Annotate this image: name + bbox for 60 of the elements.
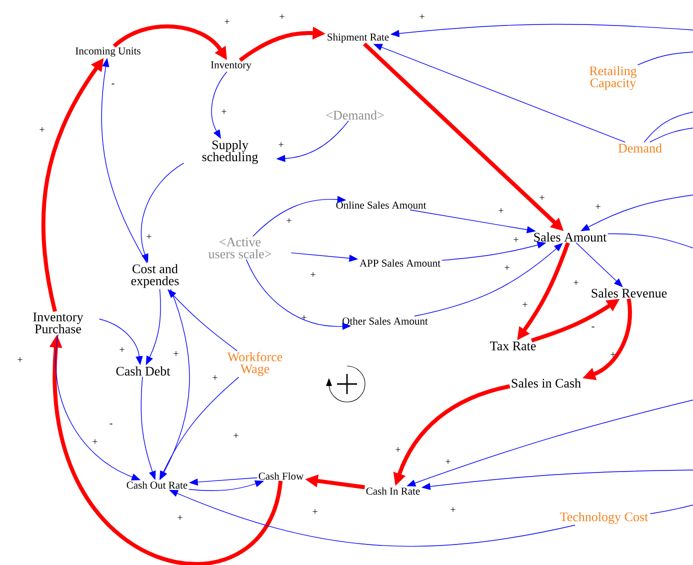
polarity-sign: + — [286, 218, 292, 223]
polarity-sign: + — [302, 315, 306, 320]
polarity-sign: + — [420, 14, 424, 19]
variable-label: Inventory — [210, 61, 252, 71]
link-line — [650, 504, 693, 514]
variable-label: Technology Cost — [560, 512, 648, 524]
polarity-sign: + — [278, 142, 284, 147]
variable-label: Retailing Capacity — [590, 66, 637, 90]
variable-label: Workforce Wage — [227, 352, 282, 376]
polarity-sign: + — [178, 515, 182, 520]
polarity-sign: + — [498, 208, 504, 213]
polarity-sign: + — [310, 272, 316, 277]
variable-label: Inventory Purchase — [33, 312, 84, 334]
link-arrow — [168, 289, 238, 352]
polarity-sign: + — [540, 195, 544, 200]
polarity-sign: + — [514, 237, 518, 242]
polarity-sign: + — [504, 265, 510, 270]
link-line — [637, 52, 693, 66]
variable-label: Supply scheduling — [202, 140, 258, 164]
polarity-sign: + — [222, 109, 226, 114]
variable-label: Other Sales Amount — [342, 317, 428, 325]
polarity-sign: + — [522, 302, 528, 307]
variable-label: Shipment Rate — [328, 33, 389, 43]
variable-label: Incoming Units — [76, 47, 140, 57]
polarity-sign: + — [120, 347, 124, 352]
link-line — [608, 233, 693, 248]
polarity-sign: + — [574, 280, 578, 285]
variable-label: Cash Out Rate — [126, 481, 188, 489]
variable-label: APP Sales Amount — [360, 259, 440, 267]
variable-label: Demand — [618, 143, 662, 153]
variable-label: Tax Rate — [490, 342, 536, 350]
polarity-sign: - — [592, 326, 594, 328]
link-line — [649, 128, 693, 143]
variable-label: Cash In Rate — [366, 487, 420, 495]
link-arrow — [580, 194, 693, 232]
variable-label: <Demand> — [326, 110, 384, 120]
polarity-sign: + — [18, 357, 22, 362]
polarity-sign: + — [146, 234, 152, 239]
polarity-sign: + — [280, 14, 284, 19]
polarity-sign: + — [610, 352, 616, 357]
polarity-sign: + — [450, 507, 456, 512]
variable-label: Sales Revenue — [592, 288, 667, 298]
variable-label: Cash Debt — [116, 366, 170, 376]
variable-label: Cost and expendes — [131, 264, 179, 288]
variable-label: Sales in Cash — [512, 378, 581, 388]
polarity-sign: + — [234, 433, 238, 438]
polarity-sign: + — [312, 509, 318, 514]
variable-label: Sales Amount — [534, 232, 607, 242]
polarity-sign: + — [596, 204, 600, 209]
polarity-sign: + — [446, 459, 450, 464]
variable-label: <Active users scale> — [208, 238, 272, 258]
link-line — [644, 112, 693, 143]
variable-label: Online Sales Amount — [336, 201, 426, 209]
polarity-sign: + — [396, 447, 400, 452]
polarity-sign: + — [40, 127, 44, 132]
polarity-sign: + — [224, 19, 230, 24]
polarity-sign: + — [92, 439, 98, 444]
variable-label: Cash Flow — [258, 472, 304, 480]
polarity-sign: + — [174, 351, 178, 356]
polarity-sign: + — [212, 375, 218, 380]
